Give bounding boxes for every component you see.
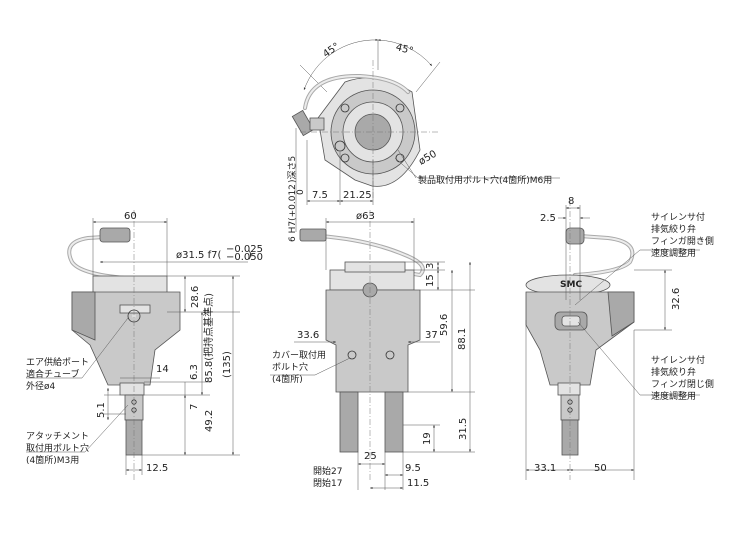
front-close: 閉始17 <box>313 477 342 489</box>
right-silencer-open-4: 速度調整用 <box>651 247 696 259</box>
right-silencer-open-1: サイレンサ付 <box>651 212 705 223</box>
left-d5-1: 5.1 <box>96 402 107 418</box>
front-cover-3: (4箇所) <box>272 373 303 385</box>
side-view-right: SMC <box>525 200 700 480</box>
front-cover-2: ボルト穴 <box>272 361 308 373</box>
front-d88-1: 88.1 <box>457 328 468 350</box>
left-d28-6: 28.6 <box>190 286 201 308</box>
front-d11-5: 11.5 <box>407 478 429 489</box>
top-bolt-note: 製品取付用ボルト穴(4箇所)M6用 <box>418 174 552 186</box>
left-d49-2: 49.2 <box>204 410 215 432</box>
right-silencer-close-2: 排気絞り弁 <box>651 366 696 378</box>
left-air-port-1: エア供給ポート <box>26 356 89 368</box>
right-silencer-close-3: フィンガ閉じ側 <box>651 378 714 390</box>
front-d63: ø63 <box>356 211 375 222</box>
front-d15: 15 <box>425 274 436 287</box>
left-air-port-2: 適合チューブ <box>26 368 79 380</box>
right-silencer-close-1: サイレンサ付 <box>651 355 705 366</box>
top-view <box>291 38 560 232</box>
left-dia-tol-dn: −0.050 <box>226 252 263 263</box>
front-d9-5: 9.5 <box>405 463 421 474</box>
left-attach-1: アタッチメント <box>26 431 89 442</box>
right-d8: 8 <box>568 196 574 207</box>
top-angle-right: 45° <box>394 42 414 57</box>
right-d2-5: 2.5 <box>540 213 556 224</box>
right-silencer-open-2: 排気絞り弁 <box>651 223 696 235</box>
left-w60: 60 <box>124 211 137 222</box>
right-silencer-open-3: フィンガ開き側 <box>651 235 714 247</box>
left-d6-3: 6.3 <box>189 364 200 380</box>
front-d3: 3 <box>425 263 436 269</box>
side-view-left <box>26 210 248 480</box>
left-dia-tol-up: −0.025 <box>226 244 263 255</box>
front-open: 開始27 <box>313 465 342 477</box>
left-attach-2: 取付用ボルト穴 <box>26 442 89 454</box>
hole-spec-2: 0 <box>296 189 306 195</box>
front-d59-6: 59.6 <box>439 314 450 336</box>
left-d14: 14 <box>156 364 169 375</box>
front-d33-6: 33.6 <box>297 330 319 341</box>
front-d25: 25 <box>364 451 377 462</box>
right-d33-1: 33.1 <box>534 463 556 474</box>
right-d50: 50 <box>594 463 607 474</box>
left-air-port-3: 外径ø4 <box>26 380 56 392</box>
front-d31-5: 31.5 <box>458 418 469 440</box>
top-dim-21-25: 21.25 <box>343 190 372 201</box>
hole-spec-1: 6 H7(+0.012 <box>288 184 298 242</box>
right-d32-6: 32.6 <box>671 288 682 310</box>
left-d135: (135) <box>222 351 233 378</box>
front-d37: 37 <box>425 330 438 341</box>
top-dia: ø50 <box>417 149 439 168</box>
top-angle-left: 45° <box>321 41 342 60</box>
front-cover-1: カバー取付用 <box>272 350 326 361</box>
right-logo: SMC <box>560 280 582 290</box>
top-hole-spec: 6 H7(+0.012 0 )深さ5 <box>287 156 306 242</box>
right-silencer-close-4: 速度調整用 <box>651 390 696 402</box>
left-dia-spec: ø31.5 f7( <box>176 250 221 261</box>
top-dim-7-5: 7.5 <box>312 190 328 201</box>
front-view <box>270 210 475 490</box>
hole-spec-3: )深さ5 <box>287 156 298 183</box>
front-d19: 19 <box>422 432 433 445</box>
left-d85-8: 85.8(把持点基準点) <box>202 293 215 383</box>
left-d12-5: 12.5 <box>146 463 168 474</box>
left-attach-3: (4箇所)M3用 <box>26 454 79 466</box>
left-d7: 7 <box>189 404 200 410</box>
left-dia-close: ) <box>248 250 252 261</box>
